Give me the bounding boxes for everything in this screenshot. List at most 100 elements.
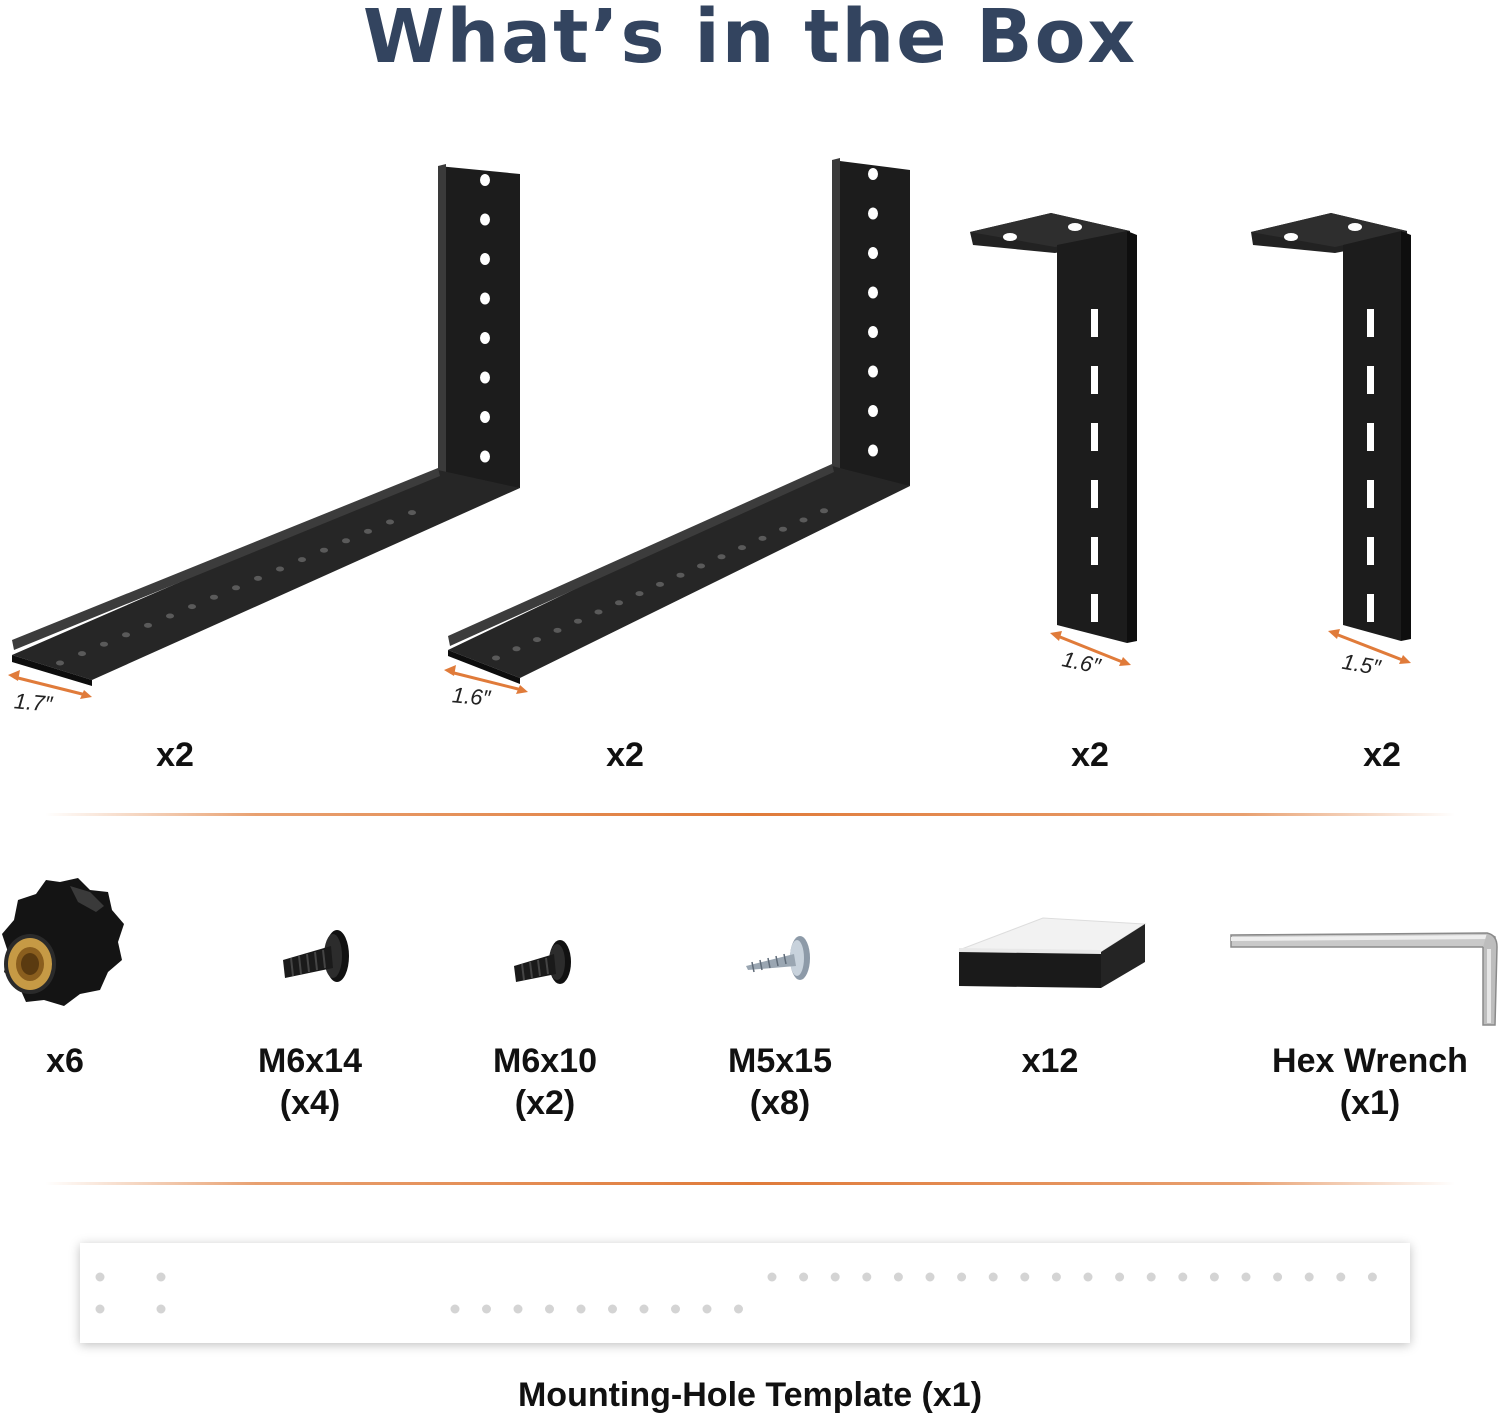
template-hole xyxy=(95,1272,105,1282)
bracket-2-quantity: x2 xyxy=(606,736,644,774)
bracket-4-quantity: x2 xyxy=(1363,736,1401,774)
bracket-1-quantity: x2 xyxy=(156,736,194,774)
template-hole xyxy=(450,1304,460,1314)
template-hole xyxy=(799,1272,809,1282)
bracket-hole xyxy=(56,660,64,666)
template-label: Mounting-Hole Template (x1) xyxy=(517,1376,983,1414)
bracket-hole xyxy=(232,585,240,591)
template-hole xyxy=(957,1272,967,1282)
bracket-hole xyxy=(868,286,878,299)
bracket-hole xyxy=(676,572,685,578)
template-hole xyxy=(1336,1272,1346,1282)
bracket-hole xyxy=(480,411,490,423)
bracket-hole xyxy=(78,651,86,657)
m6x10-screw-icon xyxy=(514,940,571,984)
hex-wrench-label: Hex Wrench (x1) xyxy=(1235,1040,1500,1124)
bracket-hole xyxy=(799,517,808,523)
bracket-slot xyxy=(1367,537,1374,565)
bracket-hole xyxy=(480,253,490,265)
m5x15-label: M5x15 (x8) xyxy=(700,1040,860,1124)
foam-pad-icon xyxy=(958,917,1147,988)
template-hole xyxy=(1115,1272,1125,1282)
bracket-hole xyxy=(480,450,490,463)
bracket-slot xyxy=(1091,594,1098,622)
template-hole xyxy=(608,1304,617,1314)
vertical-bracket-1-icon xyxy=(970,213,1137,666)
bracket-slot xyxy=(1091,537,1098,565)
template-hole xyxy=(1367,1272,1377,1282)
template-hole xyxy=(95,1304,105,1314)
bracket-hole xyxy=(480,292,490,305)
bracket-hole xyxy=(480,371,490,384)
bracket-hole xyxy=(635,591,644,597)
bracket-slot xyxy=(1367,423,1374,451)
bracket-hole xyxy=(188,604,196,610)
knob-quantity: x6 xyxy=(46,1042,84,1080)
section-divider-2 xyxy=(45,1182,1455,1185)
template-hole xyxy=(1051,1272,1061,1282)
bracket-slot xyxy=(1367,594,1374,622)
template-hole xyxy=(862,1272,872,1282)
m6x14-screw-icon xyxy=(283,930,349,982)
template-hole xyxy=(545,1304,554,1314)
bracket-hole xyxy=(574,618,582,624)
bracket-hole xyxy=(122,632,130,638)
bracket-hole xyxy=(492,655,500,661)
bracket-hole xyxy=(758,535,767,541)
template-hole xyxy=(482,1304,491,1314)
bracket-hole xyxy=(320,547,328,553)
bracket-hole xyxy=(820,508,828,514)
m6x14-quantity: (x4) xyxy=(279,1084,341,1122)
template-hole xyxy=(1146,1272,1156,1282)
knob-label: x6 xyxy=(5,1040,125,1082)
bracket-hole xyxy=(144,622,152,628)
bracket-3-quantity: x2 xyxy=(1071,736,1109,774)
m6x14-label: M6x14 (x4) xyxy=(230,1040,390,1124)
bracket-hole xyxy=(717,554,726,560)
template-hole xyxy=(734,1304,743,1314)
template-hole xyxy=(156,1272,166,1282)
bracket-hole xyxy=(480,332,490,344)
bracket-hole xyxy=(276,566,284,572)
bracket-slot xyxy=(1091,423,1098,451)
bracket-hole xyxy=(594,609,603,615)
section-divider-1 xyxy=(45,813,1455,816)
bracket-hole xyxy=(868,168,878,180)
bracket-hole xyxy=(166,613,174,619)
template-hole xyxy=(893,1272,903,1282)
bracket-hole xyxy=(512,646,521,652)
m6x10-label: M6x10 (x2) xyxy=(465,1040,625,1124)
template-hole xyxy=(1273,1272,1283,1282)
bracket-hole xyxy=(868,207,878,220)
template-hole xyxy=(1083,1272,1093,1282)
m6x10-quantity: (x2) xyxy=(514,1084,576,1122)
bracket-2-dimension: 1.6″ xyxy=(451,682,492,711)
bracket-slot xyxy=(1091,366,1098,394)
template-hole xyxy=(830,1272,840,1282)
m5x15-screw-icon xyxy=(746,936,810,980)
bracket-hole xyxy=(298,557,306,563)
bracket-hole xyxy=(656,581,664,587)
foam-pad-quantity: x12 xyxy=(1021,1042,1079,1080)
bracket-slot xyxy=(1091,309,1098,337)
template-hole xyxy=(156,1304,166,1314)
template-hole xyxy=(988,1272,998,1282)
template-hole xyxy=(1209,1272,1219,1282)
bracket-hole xyxy=(868,247,878,259)
bracket-hole xyxy=(408,510,416,516)
bracket-hole xyxy=(779,526,787,532)
vertical-bracket-2-icon xyxy=(1251,213,1411,664)
page-title: What’s in the Box xyxy=(362,0,1138,80)
mounting-hole-template xyxy=(80,1243,1410,1343)
template-hole xyxy=(513,1304,523,1314)
bracket-hole xyxy=(210,594,218,600)
bracket-hole xyxy=(738,545,746,551)
bracket-hole xyxy=(868,365,878,378)
template-hole xyxy=(576,1304,586,1314)
bracket-hole xyxy=(342,538,350,544)
template-holes xyxy=(95,1272,1377,1314)
template-hole xyxy=(639,1304,649,1314)
bracket-hole xyxy=(386,519,394,525)
m6x10-size: M6x10 xyxy=(493,1042,597,1080)
m5x15-quantity: (x8) xyxy=(749,1084,811,1122)
